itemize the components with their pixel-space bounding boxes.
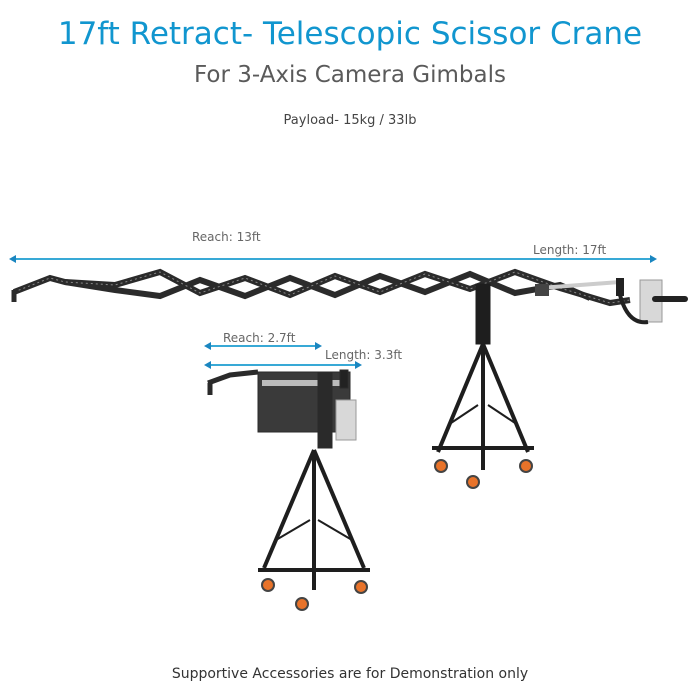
- arrow-left-icon: [204, 361, 211, 369]
- extended-length-label: Length: 17ft: [533, 243, 607, 257]
- retracted-crane-tripod: [258, 449, 370, 611]
- retracted-reach-arrow: [204, 342, 322, 350]
- retracted-reach-label: Reach: 2.7ft: [223, 331, 296, 345]
- payload-spec: Payload- 15kg / 33lb: [283, 113, 417, 128]
- extended-scissor-arm: [11, 268, 631, 307]
- arrow-left-icon: [204, 342, 211, 350]
- arrow-right-icon: [315, 342, 322, 350]
- arrow-right-icon: [355, 361, 362, 369]
- disclaimer-note: Supportive Accessories are for Demonstra…: [171, 666, 529, 682]
- arrow-right-icon: [650, 255, 657, 263]
- extended-crane-tripod: [432, 283, 534, 489]
- product-title: 17ft Retract- Telescopic Scissor Crane: [57, 16, 643, 52]
- gimbal-head: [616, 278, 688, 325]
- arrow-left-icon: [9, 255, 16, 263]
- extended-reach-label: Reach: 13ft: [192, 230, 261, 244]
- retracted-crane: [207, 369, 357, 449]
- product-subtitle: For 3-Axis Camera Gimbals: [194, 62, 506, 88]
- retracted-length-arrow: [204, 361, 362, 369]
- retracted-length-label: Length: 3.3ft: [325, 348, 403, 362]
- extended-length-arrow: [9, 255, 657, 263]
